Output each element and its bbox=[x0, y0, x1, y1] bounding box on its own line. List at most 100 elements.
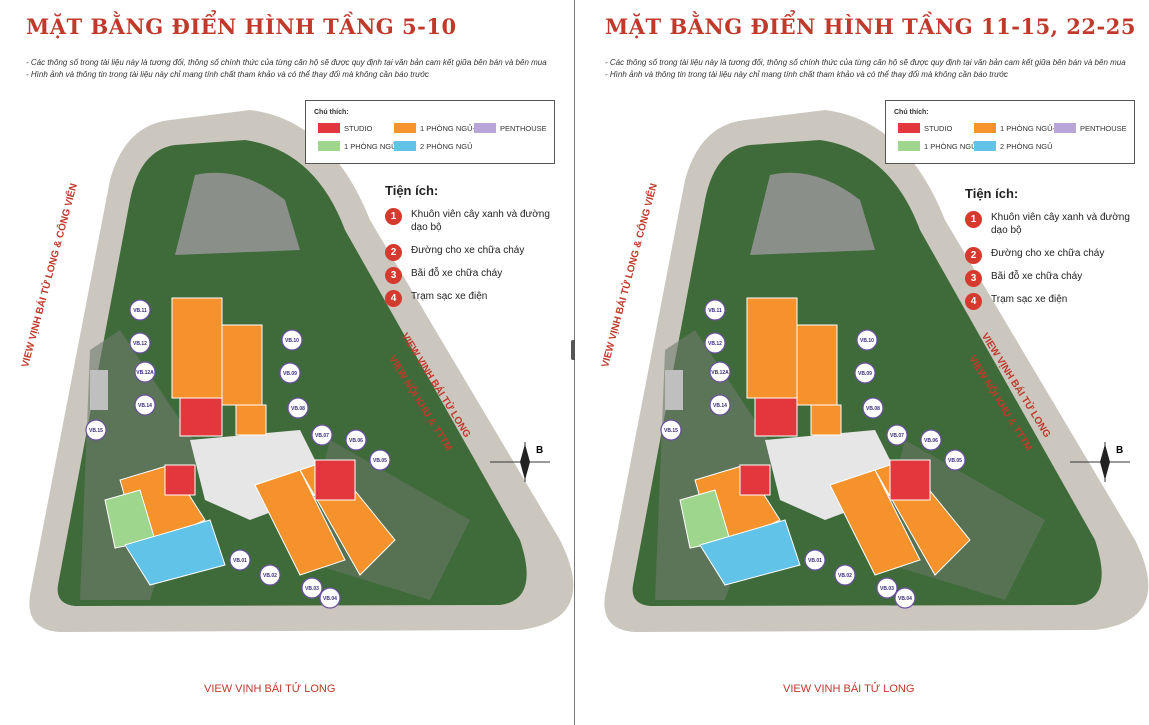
unit-tag-label: VB.08 bbox=[291, 406, 305, 412]
unit-block-1pn-plus bbox=[829, 469, 921, 576]
unit-block-1pn-plus bbox=[171, 297, 223, 399]
legend-swatch-1pn bbox=[318, 141, 340, 151]
unit-tag-circle bbox=[856, 329, 878, 351]
unit-tag-label: VB.04 bbox=[898, 596, 912, 602]
legend-label: 1 PHÒNG NGỦ bbox=[344, 142, 397, 151]
amenity-label: Khuôn viên cây xanh và đường dạo bộ bbox=[411, 209, 550, 233]
unit-tag-circle bbox=[287, 397, 309, 419]
unit-tag-label: VB.02 bbox=[263, 573, 277, 579]
unit-block-2pn bbox=[124, 519, 226, 586]
amenity-label: Bãi đỗ xe chữa cháy bbox=[991, 271, 1083, 282]
unit-tag-circle bbox=[886, 424, 908, 446]
panel-title-text: MẶT BẰNG ĐIỂN HÌNH TẦNG 11-15, 22-25 bbox=[605, 14, 1136, 39]
unit-tag-label: VB.14 bbox=[138, 403, 152, 409]
unit-tag-label: VB.12A bbox=[711, 370, 729, 376]
parking bbox=[90, 370, 108, 410]
unit-tag-label: VB.11 bbox=[708, 308, 722, 314]
unit-tag-circle bbox=[134, 361, 156, 383]
unit-tag: VB.15 bbox=[85, 419, 107, 441]
unit-tag: VB.01 bbox=[804, 549, 826, 571]
panel-title: MẶT BẰNG ĐIỂN HÌNH TẦNG 5-10 bbox=[26, 14, 457, 39]
legend-label: 2 PHÒNG NGỦ bbox=[1000, 142, 1053, 151]
unit-tag-circle bbox=[85, 419, 107, 441]
panel-title-text: MẶT BẰNG ĐIỂN HÌNH TẦNG 5-10 bbox=[26, 14, 457, 39]
disclaimer-note: - Hình ảnh và thông tin trong tài liệu n… bbox=[26, 70, 430, 79]
unit-tag: VB.05 bbox=[369, 449, 391, 471]
unit-tag: VB.05 bbox=[944, 449, 966, 471]
legend-swatch-1pn-plus bbox=[394, 123, 416, 133]
legend-swatch-2pn bbox=[974, 141, 996, 151]
unit-tag-circle bbox=[229, 549, 251, 571]
parking bbox=[665, 370, 683, 410]
unit-tag-circle bbox=[129, 332, 151, 354]
unit-tag-label: VB.06 bbox=[924, 438, 938, 444]
unit-block-1pn-plus bbox=[796, 324, 838, 406]
unit-tag-circle bbox=[704, 332, 726, 354]
amenity-number: 2 bbox=[385, 244, 402, 261]
legend-label: STUDIO bbox=[924, 124, 953, 133]
unit-tag: VB.07 bbox=[311, 424, 333, 446]
amenity-number: 4 bbox=[385, 290, 402, 307]
panel-title: MẶT BẰNG ĐIỂN HÌNH TẦNG 11-15, 22-25 bbox=[605, 14, 1136, 39]
unit-tag-circle bbox=[129, 299, 151, 321]
compass-label: B bbox=[1116, 445, 1124, 456]
unit-block-1pn-plus bbox=[221, 324, 263, 406]
legend-swatch-1pn-plus bbox=[974, 123, 996, 133]
floor-plan-panel-5-10: MẶT BẰNG ĐIỂN HÌNH TẦNG 5-10 - Các thông… bbox=[0, 0, 574, 725]
unit-tag-circle bbox=[854, 362, 876, 384]
unit-tag-circle bbox=[134, 394, 156, 416]
unit-tag-circle bbox=[894, 587, 916, 609]
legend-box: Chú thích: STUDIO 1 PHÒNG NGỦ+ PENTHOUSE… bbox=[885, 100, 1135, 164]
amenity-label: Bãi đỗ xe chữa cháy bbox=[411, 268, 503, 279]
view-label-bottom: VIEW VỊNH BÁI TỬ LONG bbox=[204, 683, 336, 695]
unit-tag: VB.15 bbox=[660, 419, 682, 441]
view-label-bottom: VIEW VỊNH BÁI TỬ LONG bbox=[783, 683, 915, 695]
unit-tag: VB.01 bbox=[229, 549, 251, 571]
unit-block-studio bbox=[889, 459, 931, 501]
unit-tag: VB.08 bbox=[862, 397, 884, 419]
amenity-number: 2 bbox=[965, 247, 982, 264]
unit-tag-label: VB.07 bbox=[315, 433, 329, 439]
unit-tag: VB.08 bbox=[287, 397, 309, 419]
unit-tag: VB.06 bbox=[345, 429, 367, 451]
unit-tag: VB.12A bbox=[134, 361, 156, 383]
unit-tag-label: VB.09 bbox=[283, 371, 297, 377]
unit-tag: VB.03 bbox=[301, 577, 323, 599]
panel-divider bbox=[574, 0, 575, 725]
legend-title: Chú thích: bbox=[314, 109, 349, 116]
unit-tag-label: VB.14 bbox=[713, 403, 727, 409]
unit-tag-label: VB.04 bbox=[323, 596, 337, 602]
legend-label: PENTHOUSE bbox=[500, 124, 547, 133]
unit-tag: VB.12A bbox=[709, 361, 731, 383]
unit-tag: VB.14 bbox=[709, 394, 731, 416]
unit-tag-circle bbox=[704, 299, 726, 321]
unit-tag-circle bbox=[709, 394, 731, 416]
floor-plan-panel-11-15-22-25: MẶT BẰNG ĐIỂN HÌNH TẦNG 11-15, 22-25 - C… bbox=[575, 0, 1149, 725]
unit-tag-label: VB.12 bbox=[708, 341, 722, 347]
unit-tag-label: VB.05 bbox=[373, 458, 387, 464]
arena-area bbox=[750, 172, 875, 255]
unit-tag-label: VB.10 bbox=[285, 338, 299, 344]
unit-tag: VB.03 bbox=[876, 577, 898, 599]
unit-block-studio bbox=[179, 397, 223, 437]
unit-tag-label: VB.03 bbox=[880, 586, 894, 592]
unit-tag-label: VB.08 bbox=[866, 406, 880, 412]
unit-tag: VB.12 bbox=[129, 332, 151, 354]
unit-tag: VB.12 bbox=[704, 332, 726, 354]
amenity-label: Đường cho xe chữa cháy bbox=[411, 245, 525, 256]
unit-tag-circle bbox=[876, 577, 898, 599]
unit-tag: VB.09 bbox=[279, 362, 301, 384]
unit-tag-label: VB.01 bbox=[233, 558, 247, 564]
unit-tag-circle bbox=[804, 549, 826, 571]
unit-tag-label: VB.09 bbox=[858, 371, 872, 377]
divider-handle[interactable] bbox=[571, 340, 577, 360]
unit-tag: VB.11 bbox=[704, 299, 726, 321]
unit-tag: VB.09 bbox=[854, 362, 876, 384]
